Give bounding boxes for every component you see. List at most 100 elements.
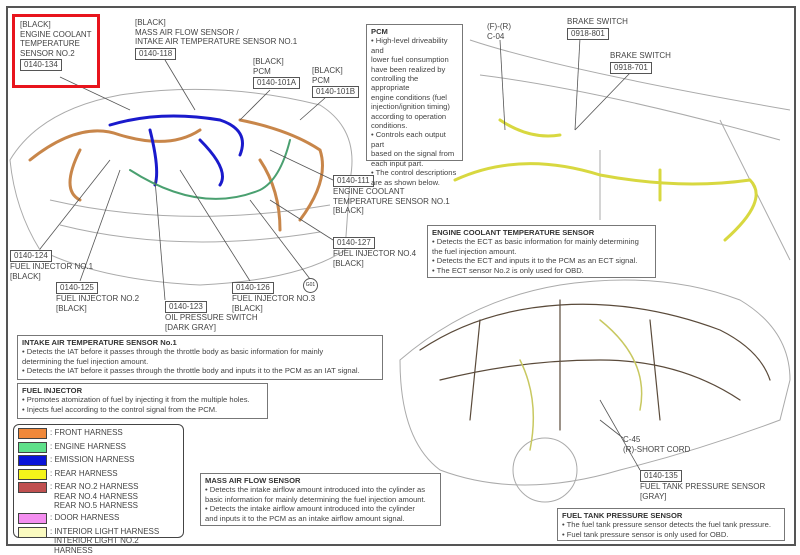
- connector-color: [BLACK]: [10, 271, 41, 281]
- desc-title: ENGINE COOLANT TEMPERATURE SENSOR: [432, 228, 595, 237]
- leader-lines: [39, 37, 641, 471]
- connector-code: 0140-125: [56, 282, 98, 294]
- wheel-outline: [512, 437, 578, 503]
- callout-maf[interactable]: [BLACK] MASS AIR FLOW SENSOR / INTAKE AI…: [135, 18, 297, 60]
- part-name: (R)-SHORT CORD: [623, 444, 691, 454]
- desc-line: • Detects the intake airflow amount intr…: [205, 485, 426, 495]
- legend-item-interior-light-harness: : INTERIOR LIGHT HARNESS INTERIOR LIGHT …: [18, 526, 179, 555]
- ground-point-g01[interactable]: G01: [303, 278, 318, 293]
- highlight-box: [12, 14, 100, 88]
- desc-title: FUEL INJECTOR: [22, 386, 83, 395]
- legend-label: : DOOR HARNESS: [50, 513, 120, 523]
- desc-line: based on the signal from: [371, 149, 455, 159]
- desc-line: • Promotes atomization of fuel by inject…: [22, 395, 250, 405]
- callout-fuel-tank-pressure-sensor[interactable]: 0140-135 FUEL TANK PRESSURE SENSOR [GRAY…: [640, 469, 765, 501]
- color-swatch: [18, 526, 47, 538]
- connector-color: [BLACK]: [135, 18, 166, 27]
- callout-brake-switch-801[interactable]: BRAKE SWITCH 0918-801: [567, 17, 628, 40]
- desc-title: MASS AIR FLOW SENSOR: [205, 476, 301, 485]
- connector-code: C-45: [623, 435, 641, 444]
- callout-injector-2[interactable]: 0140-125 FUEL INJECTOR NO.2 [BLACK]: [56, 281, 139, 313]
- part-name: FUEL INJECTOR NO.4: [333, 249, 417, 258]
- connector-code: 0140-134: [20, 59, 62, 72]
- legend-item-rear-harness: : REAR HARNESS: [18, 468, 179, 480]
- part-name: PCM: [312, 75, 330, 85]
- harness-lines: [28, 114, 771, 451]
- desc-line: • Detects the intake airflow amount intr…: [205, 504, 415, 514]
- legend-item-emission-harness: : EMISSION HARNESS: [18, 455, 179, 467]
- connector-color: [BLACK]: [56, 303, 87, 313]
- desc-title: FUEL TANK PRESSURE SENSOR: [562, 511, 683, 520]
- connector-color: [BLACK]: [253, 57, 284, 66]
- interior-harness: [419, 299, 771, 431]
- part-name: TEMPERATURE SENSOR NO.1: [333, 196, 450, 206]
- callout-brake-switch-701[interactable]: BRAKE SWITCH 0918-701: [610, 51, 671, 74]
- connector-code: 0918-801: [567, 27, 609, 40]
- connector-code: 0140-101A: [253, 77, 301, 90]
- legend-label: : FRONT HARNESS: [50, 428, 123, 437]
- callout-ect2[interactable]: [BLACK] ENGINE COOLANT TEMPERATURE SENSO…: [20, 20, 92, 72]
- desc-ect: ENGINE COOLANT TEMPERATURE SENSOR • Dete…: [427, 225, 656, 278]
- desc-line: • Detects the IAT before it passes throu…: [22, 347, 324, 357]
- callout-pcm-a[interactable]: [BLACK] PCM 0140-101A: [253, 57, 301, 90]
- desc-line: lower fuel consumption: [371, 55, 449, 65]
- callout-injector-4[interactable]: 0140-127 FUEL INJECTOR NO.4 [BLACK]: [333, 236, 416, 268]
- desc-line: • High-level driveability and: [371, 36, 448, 55]
- legend-item-door-harness: : DOOR HARNESS: [18, 513, 179, 525]
- callout-ect1[interactable]: 0140-111 ENGINE COOLANT TEMPERATURE SENS…: [333, 174, 450, 216]
- desc-fuel-tank-pressure: FUEL TANK PRESSURE SENSOR • The fuel tan…: [557, 508, 785, 541]
- part-name: ENGINE COOLANT: [333, 187, 405, 196]
- rear-yellow-harness: [519, 319, 643, 451]
- desc-line: • The control descriptions: [371, 168, 457, 178]
- desc-pcm: PCM • High-level driveability and lower …: [366, 24, 463, 187]
- desc-line: • The fuel tank pressure sensor detects …: [562, 520, 771, 530]
- desc-line: engine conditions (fuel: [371, 92, 447, 102]
- callout-c04[interactable]: (F)-(R) C-04: [487, 22, 511, 41]
- callout-injector-3[interactable]: 0140-126 FUEL INJECTOR NO.3 [BLACK]: [232, 281, 315, 313]
- desc-line: basic information for mainly determining…: [205, 494, 426, 504]
- desc-line: • Controls each output part: [371, 130, 446, 149]
- part-name: ENGINE COOLANT: [20, 29, 92, 39]
- connector-color: [BLACK]: [333, 258, 364, 268]
- desc-line: conditions.: [371, 121, 408, 131]
- legend-label: REAR NO.4 HARNESS: [54, 491, 139, 501]
- connector-color: [BLACK]: [20, 20, 51, 29]
- desc-line: according to operation: [371, 111, 447, 121]
- callout-injector-1[interactable]: 0140-124 FUEL INJECTOR NO.1 [BLACK]: [10, 249, 93, 281]
- color-swatch: [18, 513, 47, 525]
- part-name: BRAKE SWITCH: [610, 51, 671, 60]
- connector-code: 0140-127: [333, 237, 375, 249]
- callout-c45[interactable]: C-45 (R)-SHORT CORD: [623, 435, 690, 454]
- color-swatch: [18, 468, 47, 480]
- connector-code: 0140-101B: [312, 86, 360, 99]
- desc-line: • Detects the ECT as basic information f…: [432, 237, 639, 247]
- desc-line: have been realized by: [371, 64, 446, 74]
- desc-line: • Injects fuel according to the control …: [22, 404, 218, 414]
- legend-label: : INTERIOR LIGHT HARNESS: [50, 526, 160, 536]
- part-name: MASS AIR FLOW SENSOR /: [135, 27, 239, 37]
- connector-color: [BLACK]: [333, 206, 364, 216]
- desc-line: • Fuel tank pressure sensor is only used…: [562, 529, 729, 539]
- color-swatch: [18, 428, 47, 439]
- callout-oil-pressure-switch[interactable]: 0140-123 OIL PRESSURE SWITCH [DARK GRAY]: [165, 300, 258, 332]
- desc-title: INTAKE AIR TEMPERATURE SENSOR No.1: [22, 338, 177, 347]
- desc-line: • The ECT sensor No.2 is only used for O…: [432, 265, 584, 275]
- connector-code: 0140-123: [165, 301, 207, 313]
- callout-pcm-b[interactable]: [BLACK] PCM 0140-101B: [312, 66, 360, 99]
- part-name: FUEL INJECTOR NO.1: [10, 262, 94, 271]
- connector-code: C-04: [487, 31, 505, 41]
- legend-item-front-harness: : FRONT HARNESS: [18, 428, 179, 439]
- connector-code: 0918-701: [610, 61, 652, 74]
- connector-code: 0140-135: [640, 470, 682, 482]
- desc-line: determining the fuel injection amount.: [22, 356, 149, 366]
- desc-line: injection/ignition timing): [371, 102, 450, 112]
- connector-side: (F)-(R): [487, 22, 511, 31]
- legend-item-engine-harness: : ENGINE HARNESS: [18, 441, 179, 453]
- desc-line: and inputs it to the PCM as an intake ai…: [205, 513, 405, 523]
- legend-label: : REAR HARNESS: [50, 468, 118, 478]
- emission-harness: [108, 114, 244, 187]
- part-name: OIL PRESSURE SWITCH: [165, 313, 258, 322]
- front-harness: [28, 118, 324, 232]
- bumper-outline: [49, 199, 331, 243]
